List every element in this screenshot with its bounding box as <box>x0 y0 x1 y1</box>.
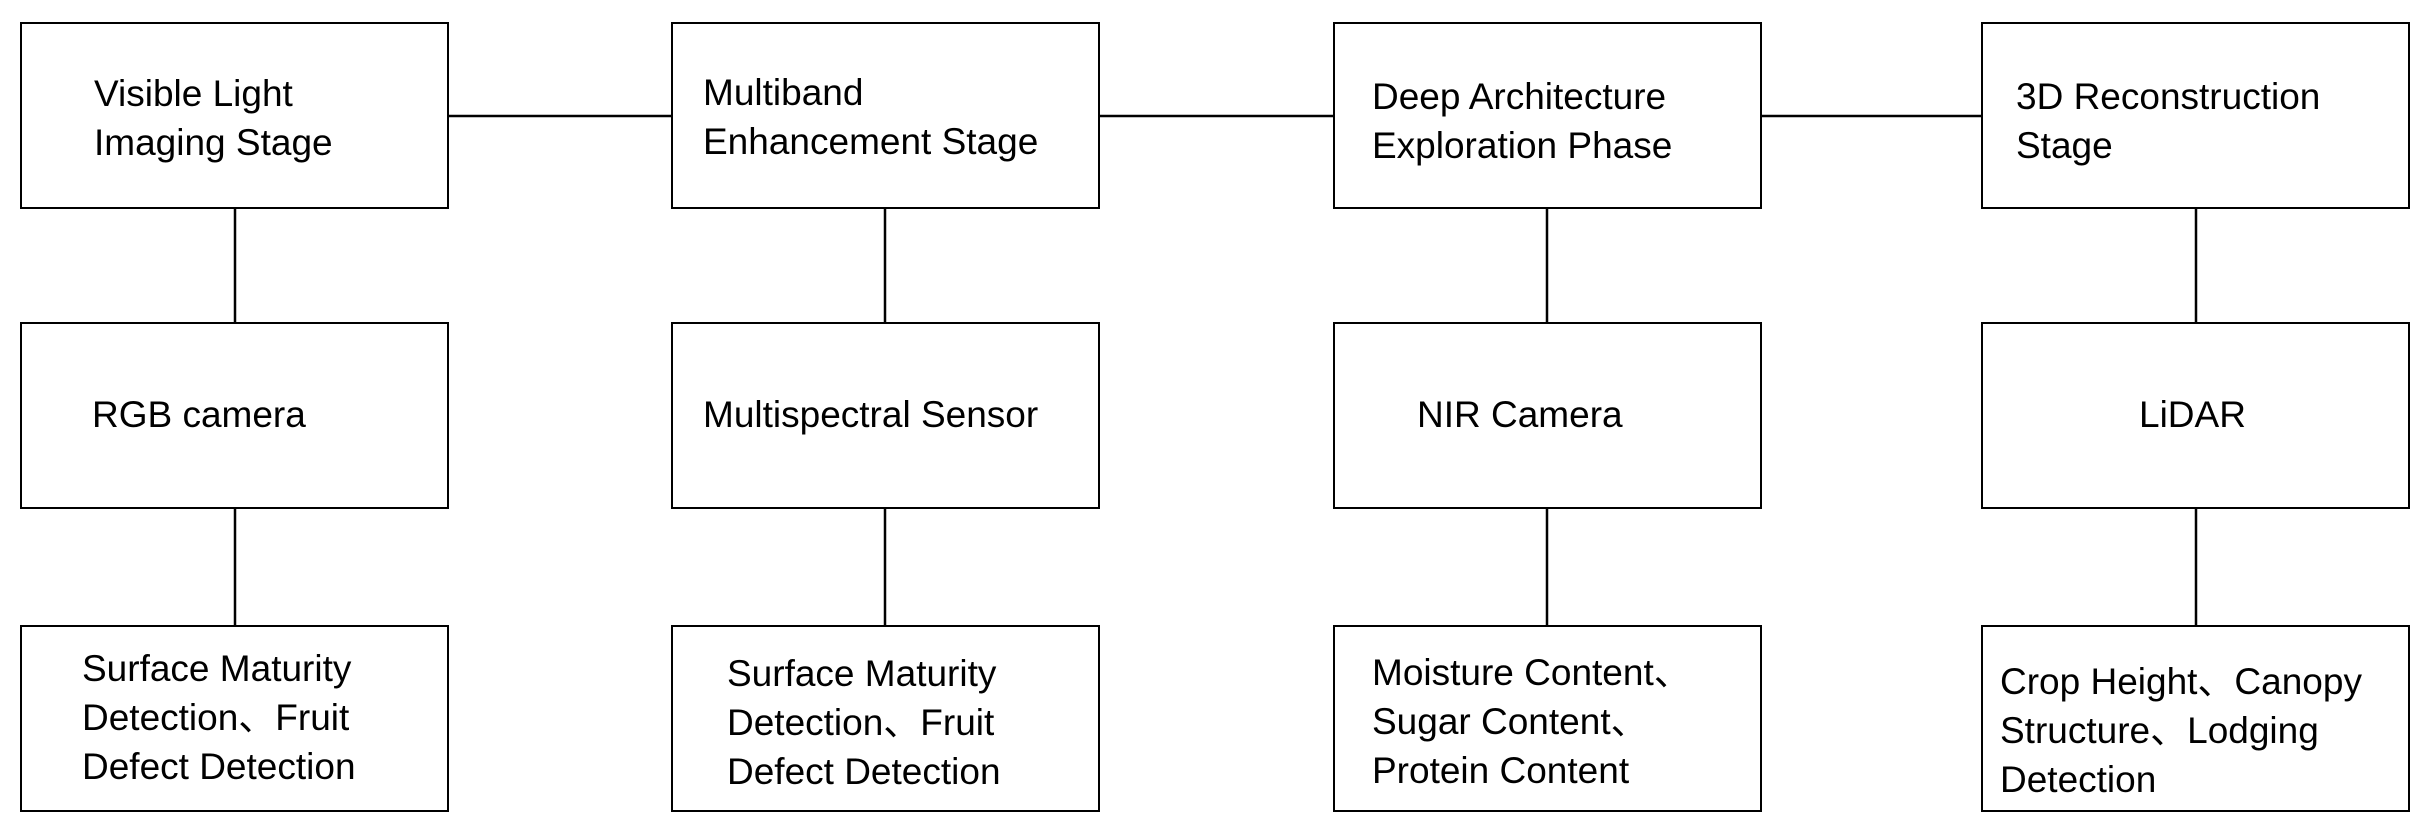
application-label: Surface Maturity Detection、Fruit Defect … <box>727 653 1001 792</box>
stage-box-multiband: Multiband Enhancement Stage <box>671 22 1100 209</box>
sensor-box-nir-camera: NIR Camera <box>1333 322 1762 509</box>
sensor-label: RGB camera <box>92 394 306 435</box>
stage-box-visible-light: Visible Light Imaging Stage <box>20 22 449 209</box>
stage-box-deep-architecture: Deep Architecture Exploration Phase <box>1333 22 1762 209</box>
stage-label: Multiband Enhancement Stage <box>703 72 1039 162</box>
application-label: Surface Maturity Detection、Fruit Defect … <box>82 648 356 787</box>
application-box-rgb: Surface Maturity Detection、Fruit Defect … <box>20 625 449 812</box>
application-box-nir: Moisture Content、 Sugar Content、 Protein… <box>1333 625 1762 812</box>
stage-label: Deep Architecture Exploration Phase <box>1372 76 1673 166</box>
sensor-label: NIR Camera <box>1417 394 1623 435</box>
stage-label: Visible Light Imaging Stage <box>94 73 333 163</box>
stage-label: 3D Reconstruction Stage <box>2016 76 2321 166</box>
sensor-box-rgb-camera: RGB camera <box>20 322 449 509</box>
application-label: Crop Height、Canopy Structure、Lodging Det… <box>2000 661 2362 800</box>
sensor-box-multispectral: Multispectral Sensor <box>671 322 1100 509</box>
stage-box-3d-reconstruction: 3D Reconstruction Stage <box>1981 22 2410 209</box>
application-box-lidar: Crop Height、Canopy Structure、Lodging Det… <box>1981 625 2410 812</box>
sensor-label: LiDAR <box>2139 394 2246 435</box>
sensor-box-lidar: LiDAR <box>1981 322 2410 509</box>
sensor-label: Multispectral Sensor <box>703 394 1039 435</box>
application-label: Moisture Content、 Sugar Content、 Protein… <box>1372 652 1691 791</box>
application-box-multispectral: Surface Maturity Detection、Fruit Defect … <box>671 625 1100 812</box>
